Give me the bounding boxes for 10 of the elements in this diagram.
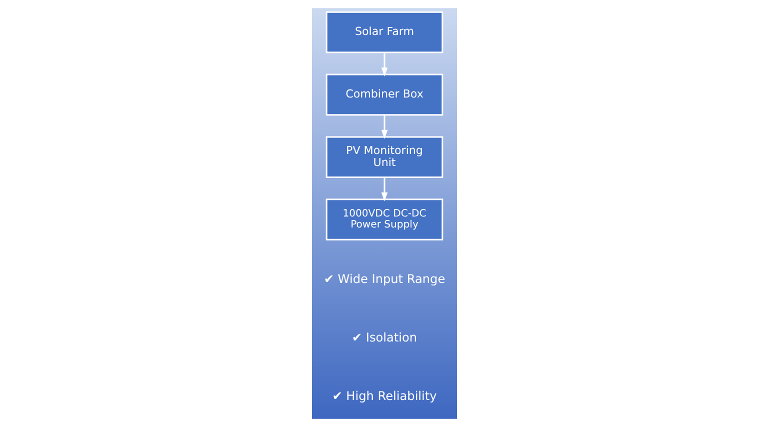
node-box: Solar Farm [325,11,443,54]
arrow [380,52,388,77]
node-box: 1000VDC DC-DC Power Supply [325,198,443,240]
label: ✔ Wide Input Range [323,272,445,286]
arrow [380,178,388,202]
label: ✔ Isolation [351,330,417,344]
label: ✔ High Reliability [332,388,436,403]
arrow [380,115,388,139]
node-box: PV Monitoring Unit [325,136,443,178]
node-box: Combiner Box [325,74,443,116]
